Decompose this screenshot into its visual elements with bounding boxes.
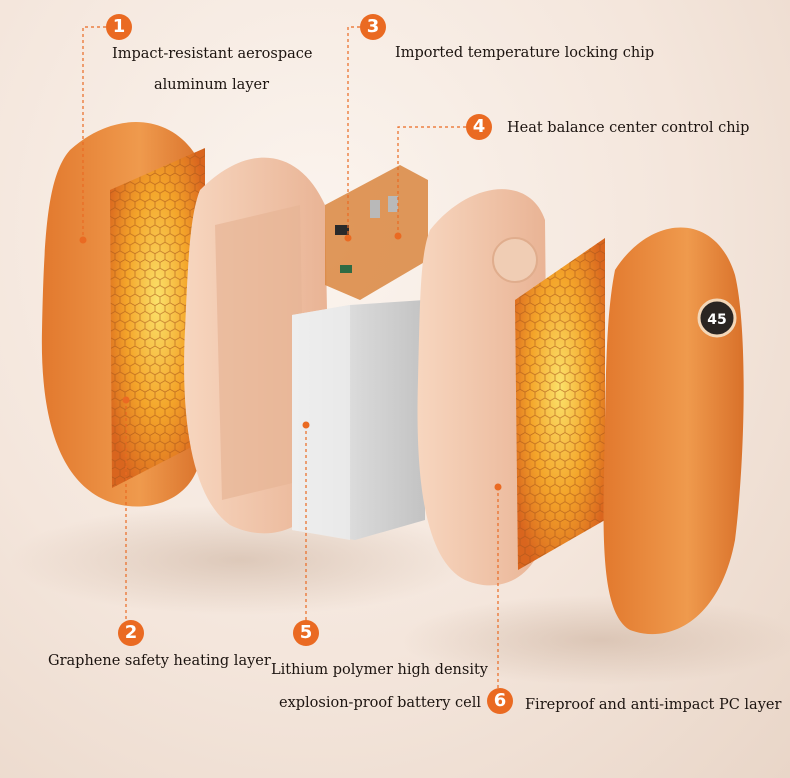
display-glyph: 45 <box>707 312 726 328</box>
callout-badge-5: 5 <box>293 620 319 646</box>
chip-component <box>370 200 380 218</box>
chip-component <box>388 196 398 212</box>
hex-texture-left <box>110 148 205 488</box>
callout-label-3: Imported temperature locking chip <box>395 45 655 61</box>
display-button-icon <box>697 298 737 338</box>
outer-shell-right <box>603 227 744 635</box>
callout-badge-2: 2 <box>118 620 144 646</box>
pc-layer-opening <box>492 237 538 283</box>
callout-label-1-line-2: aluminum layer <box>154 77 270 93</box>
callout-badge-1: 1 <box>106 14 132 40</box>
chip-component <box>340 265 352 273</box>
callout-badge-4: 4 <box>466 114 492 140</box>
leader-line-4 <box>397 126 466 236</box>
leader-lines <box>82 26 499 690</box>
leader-line-3 <box>347 26 360 238</box>
callout-badge-6: 6 <box>487 688 513 714</box>
inner-frame-cavity <box>215 205 305 500</box>
callout-badge-3: 3 <box>360 14 386 40</box>
leader-dots <box>79 232 502 491</box>
battery-cell-face <box>292 305 350 540</box>
hex-texture-right <box>515 238 605 570</box>
callout-label-1-line-1: Impact-resistant aerospace <box>112 46 313 62</box>
callout-label-5-line-1: Lithium polymer high density <box>271 662 488 678</box>
callout-label-2: Graphene safety heating layer <box>48 653 271 669</box>
callout-label-6: Fireproof and anti-impact PC layer <box>525 697 782 713</box>
pc-layer-part <box>417 189 548 586</box>
callout-label-4: Heat balance center control chip <box>507 120 750 136</box>
chip-component <box>335 225 349 235</box>
callout-label-5-line-2: explosion-proof battery cell <box>279 695 481 711</box>
leader-line-1 <box>82 26 106 240</box>
